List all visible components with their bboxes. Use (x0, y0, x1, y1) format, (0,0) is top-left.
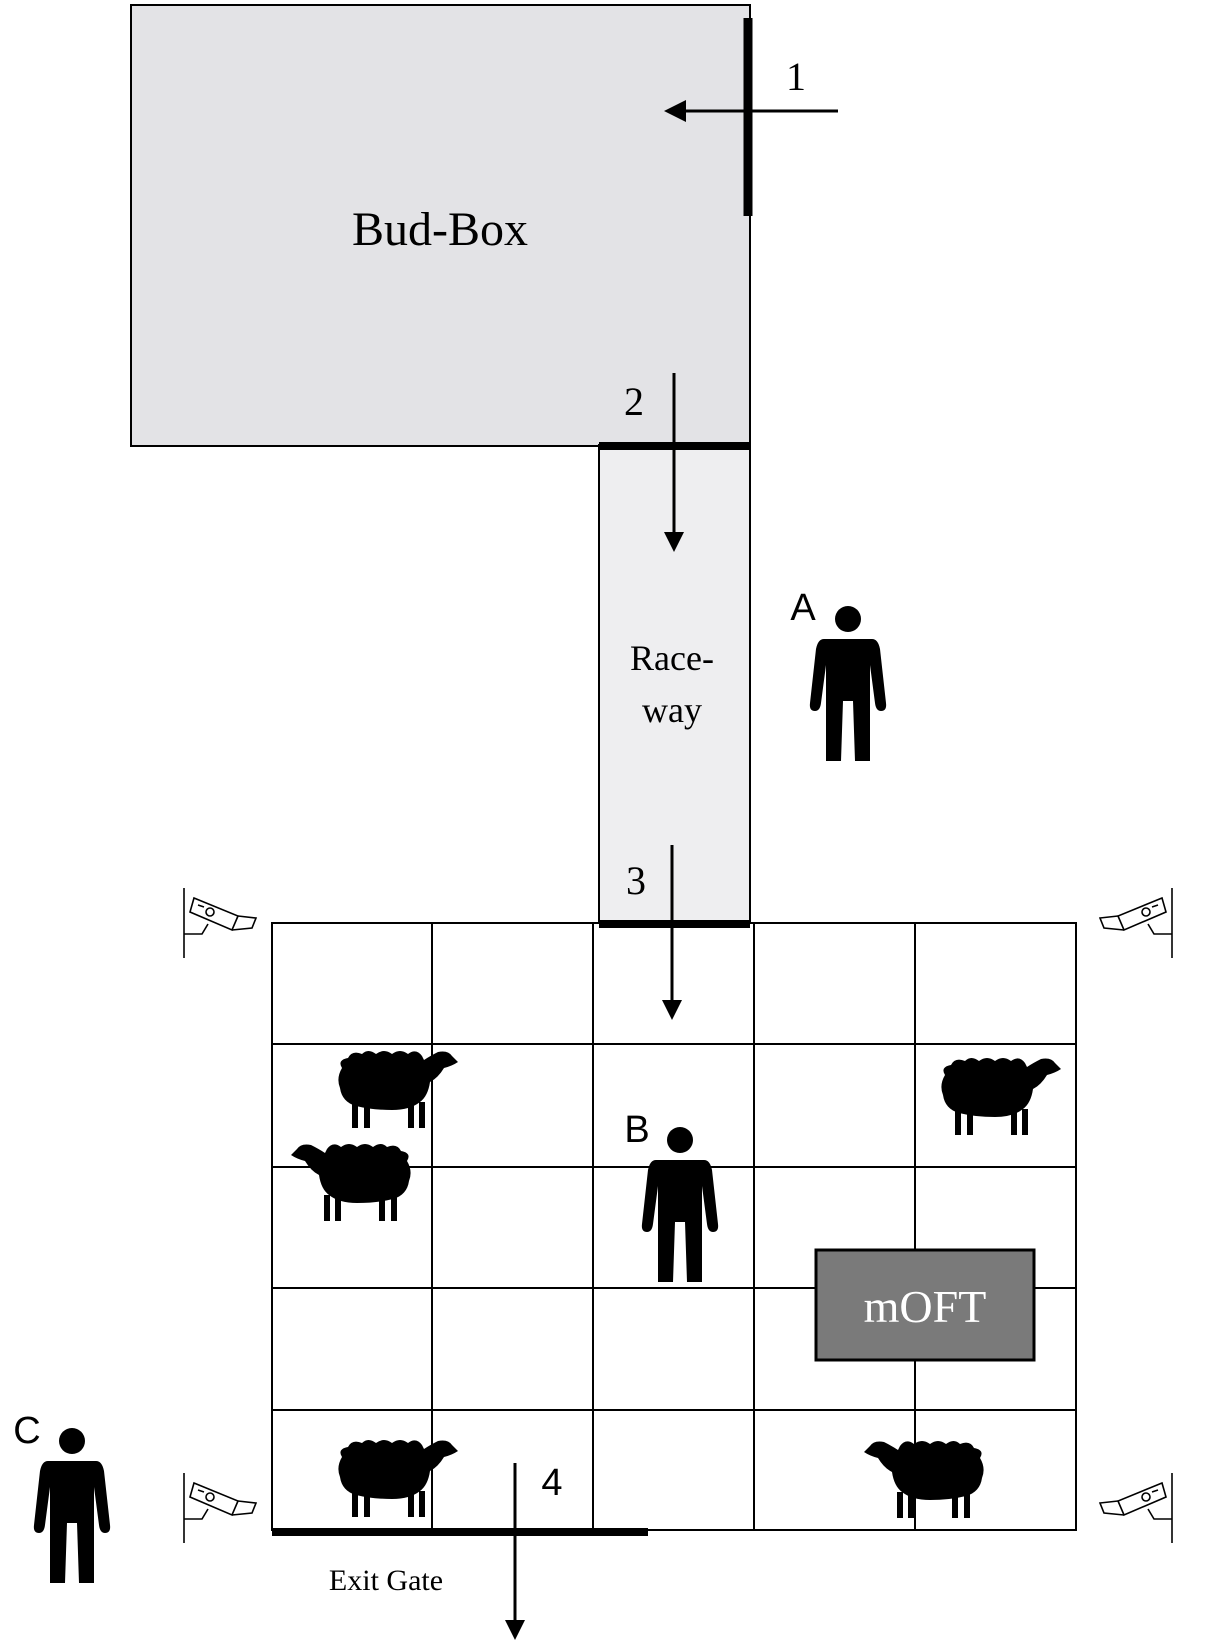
gate-2: 2 (599, 373, 750, 552)
gate-4-exit-gate: 4 Exit Gate (272, 1462, 648, 1640)
handler-c: C (13, 1410, 111, 1583)
sheep-icon (291, 1144, 411, 1221)
sheep-icon (338, 1440, 458, 1517)
raceway-label-line1: Race- (630, 638, 714, 678)
handler-c-label: C (13, 1410, 40, 1452)
camera-icon (1099, 1472, 1173, 1544)
handler-a-label: A (790, 587, 816, 629)
exit-gate-label: Exit Gate (329, 1564, 443, 1597)
handler-a: A (790, 587, 887, 761)
gate-3-label: 3 (626, 858, 646, 903)
gate-4-label: 4 (541, 1462, 562, 1504)
gate-1-label: 1 (786, 54, 806, 99)
arrow-down-icon (664, 532, 684, 552)
person-icon (809, 606, 887, 761)
moft-label: mOFT (864, 1281, 987, 1332)
sheep-icon (941, 1058, 1061, 1135)
bud-box-label: Bud-Box (352, 203, 528, 256)
person-icon (641, 1127, 719, 1282)
gate-1: 1 (664, 18, 838, 216)
arrow-left-icon (664, 100, 686, 122)
handler-b: B (624, 1109, 719, 1282)
sheep-icon (864, 1441, 984, 1518)
arrow-down-icon (505, 1620, 525, 1640)
raceway-label-line2: way (642, 690, 702, 730)
gate-3: 3 (599, 845, 750, 1020)
camera-icon (183, 1472, 257, 1544)
sheep-icon (338, 1051, 458, 1128)
moft-box: mOFT (814, 1248, 1036, 1362)
camera-icon (1099, 887, 1173, 959)
camera-icon (183, 887, 257, 959)
gate-2-label: 2 (624, 379, 644, 424)
bud-box: Bud-Box (130, 4, 751, 447)
handler-b-label: B (624, 1109, 649, 1151)
person-icon (33, 1428, 111, 1583)
arrow-down-icon (662, 1000, 682, 1020)
